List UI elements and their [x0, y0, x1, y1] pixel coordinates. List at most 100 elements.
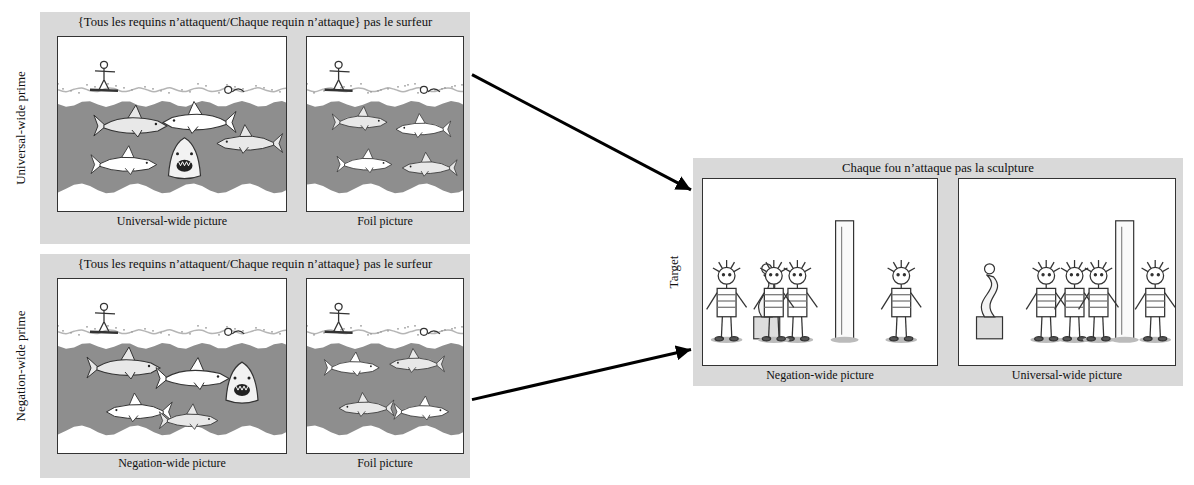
person-part: [717, 307, 736, 308]
spray-dot: [417, 92, 419, 94]
picture-caption: Negation-wide picture: [702, 368, 938, 382]
person-figure: [1079, 260, 1119, 343]
shark-group: [324, 348, 448, 420]
person-part: [721, 316, 722, 339]
shark-fin: [122, 146, 135, 159]
picture-caption: Foil picture: [306, 456, 464, 470]
person-part: [1037, 294, 1056, 295]
shark-belly: [361, 125, 369, 130]
shark-figure: [156, 358, 229, 390]
person-part: [1079, 316, 1080, 339]
surfer-figure: [325, 303, 353, 333]
picture-frame: [306, 278, 464, 454]
person-part: [881, 293, 892, 310]
surfer-part: [338, 69, 339, 80]
person-part: [1103, 316, 1104, 339]
person-part: [788, 300, 807, 301]
person-part: [1090, 267, 1107, 284]
door-part: [1111, 337, 1139, 343]
person-part: [1146, 300, 1165, 301]
shark-figure: [390, 348, 445, 372]
person-part: [1038, 267, 1055, 284]
shark-belly: [366, 167, 374, 172]
person-part: [1108, 293, 1119, 308]
sea-water: [58, 101, 287, 193]
shark-figure: [217, 125, 283, 154]
spray-dot: [441, 88, 443, 90]
spray-dot: [407, 326, 409, 328]
shark-belly: [353, 371, 361, 376]
spray-dot: [58, 83, 59, 85]
spray-dot: [454, 327, 456, 329]
spray-dot: [218, 92, 220, 94]
shark-figure: [396, 114, 451, 138]
person-part: [1063, 337, 1071, 341]
person-part: [896, 316, 897, 339]
spray-dot: [279, 333, 281, 335]
surfer-part: [334, 80, 339, 90]
person-part: [1165, 293, 1176, 308]
shark-fin: [358, 106, 369, 117]
picture-frame: [702, 178, 938, 366]
person-part: [1083, 337, 1115, 343]
spray-dots: [58, 325, 281, 336]
shark-fin: [187, 404, 198, 415]
sculpture-figure: [977, 264, 1003, 339]
swimmer-figure: [420, 86, 440, 93]
shark-group: [91, 101, 283, 178]
swimmer-part: [232, 89, 244, 92]
spray-dot: [397, 86, 399, 88]
surfer-part: [101, 61, 108, 68]
spray-dot: [242, 330, 244, 332]
person-part: [1147, 267, 1164, 284]
shark-belly: [188, 126, 198, 133]
sea-water: [307, 101, 464, 193]
sculpture-part: [977, 317, 1003, 339]
shark-fin: [129, 393, 142, 406]
spray-dot: [370, 333, 372, 335]
person-part: [789, 267, 806, 284]
person-part: [1037, 307, 1056, 308]
picture-frame: [57, 278, 287, 454]
swimmer-figure: [420, 328, 440, 335]
surfer-part: [99, 322, 104, 332]
spray-dot: [234, 328, 236, 330]
shark-eye: [397, 362, 399, 364]
person-part: [1049, 337, 1057, 341]
spray-dot: [78, 334, 80, 336]
door-slab: [831, 221, 859, 343]
picture-box: Negation-wide picture: [57, 278, 287, 470]
person-part: [897, 274, 899, 276]
spray-dot: [367, 334, 369, 336]
person-part: [890, 337, 898, 341]
person-part: [1151, 274, 1153, 276]
picture-caption: Universal-wide picture: [57, 214, 287, 228]
person-part: [758, 337, 790, 343]
person-part: [1077, 274, 1079, 276]
surfer-part: [90, 90, 118, 91]
spray-dot: [123, 329, 125, 331]
shark-eye: [190, 152, 193, 155]
person-part: [769, 316, 770, 339]
shark-fin: [121, 347, 135, 361]
spray-dot: [181, 89, 183, 91]
person-part: [1037, 288, 1056, 316]
person-part: [722, 274, 724, 276]
spray-dot: [451, 86, 453, 88]
person-part: [1139, 337, 1171, 343]
spray-dot: [189, 333, 191, 335]
person-figure: [707, 260, 747, 343]
sculpture-part: [981, 275, 997, 317]
sculpture-part: [985, 264, 995, 274]
person-part: [1158, 337, 1166, 341]
person-part: [1065, 307, 1084, 308]
spray-dot: [152, 330, 154, 332]
person-part: [1102, 337, 1110, 341]
spray-dot: [107, 83, 109, 85]
person-part: [717, 300, 736, 301]
surfer-figure: [325, 61, 353, 91]
shark-figure: [332, 106, 387, 130]
surfer-part: [101, 303, 108, 310]
shark-fin: [363, 149, 374, 160]
person-part: [792, 316, 793, 339]
